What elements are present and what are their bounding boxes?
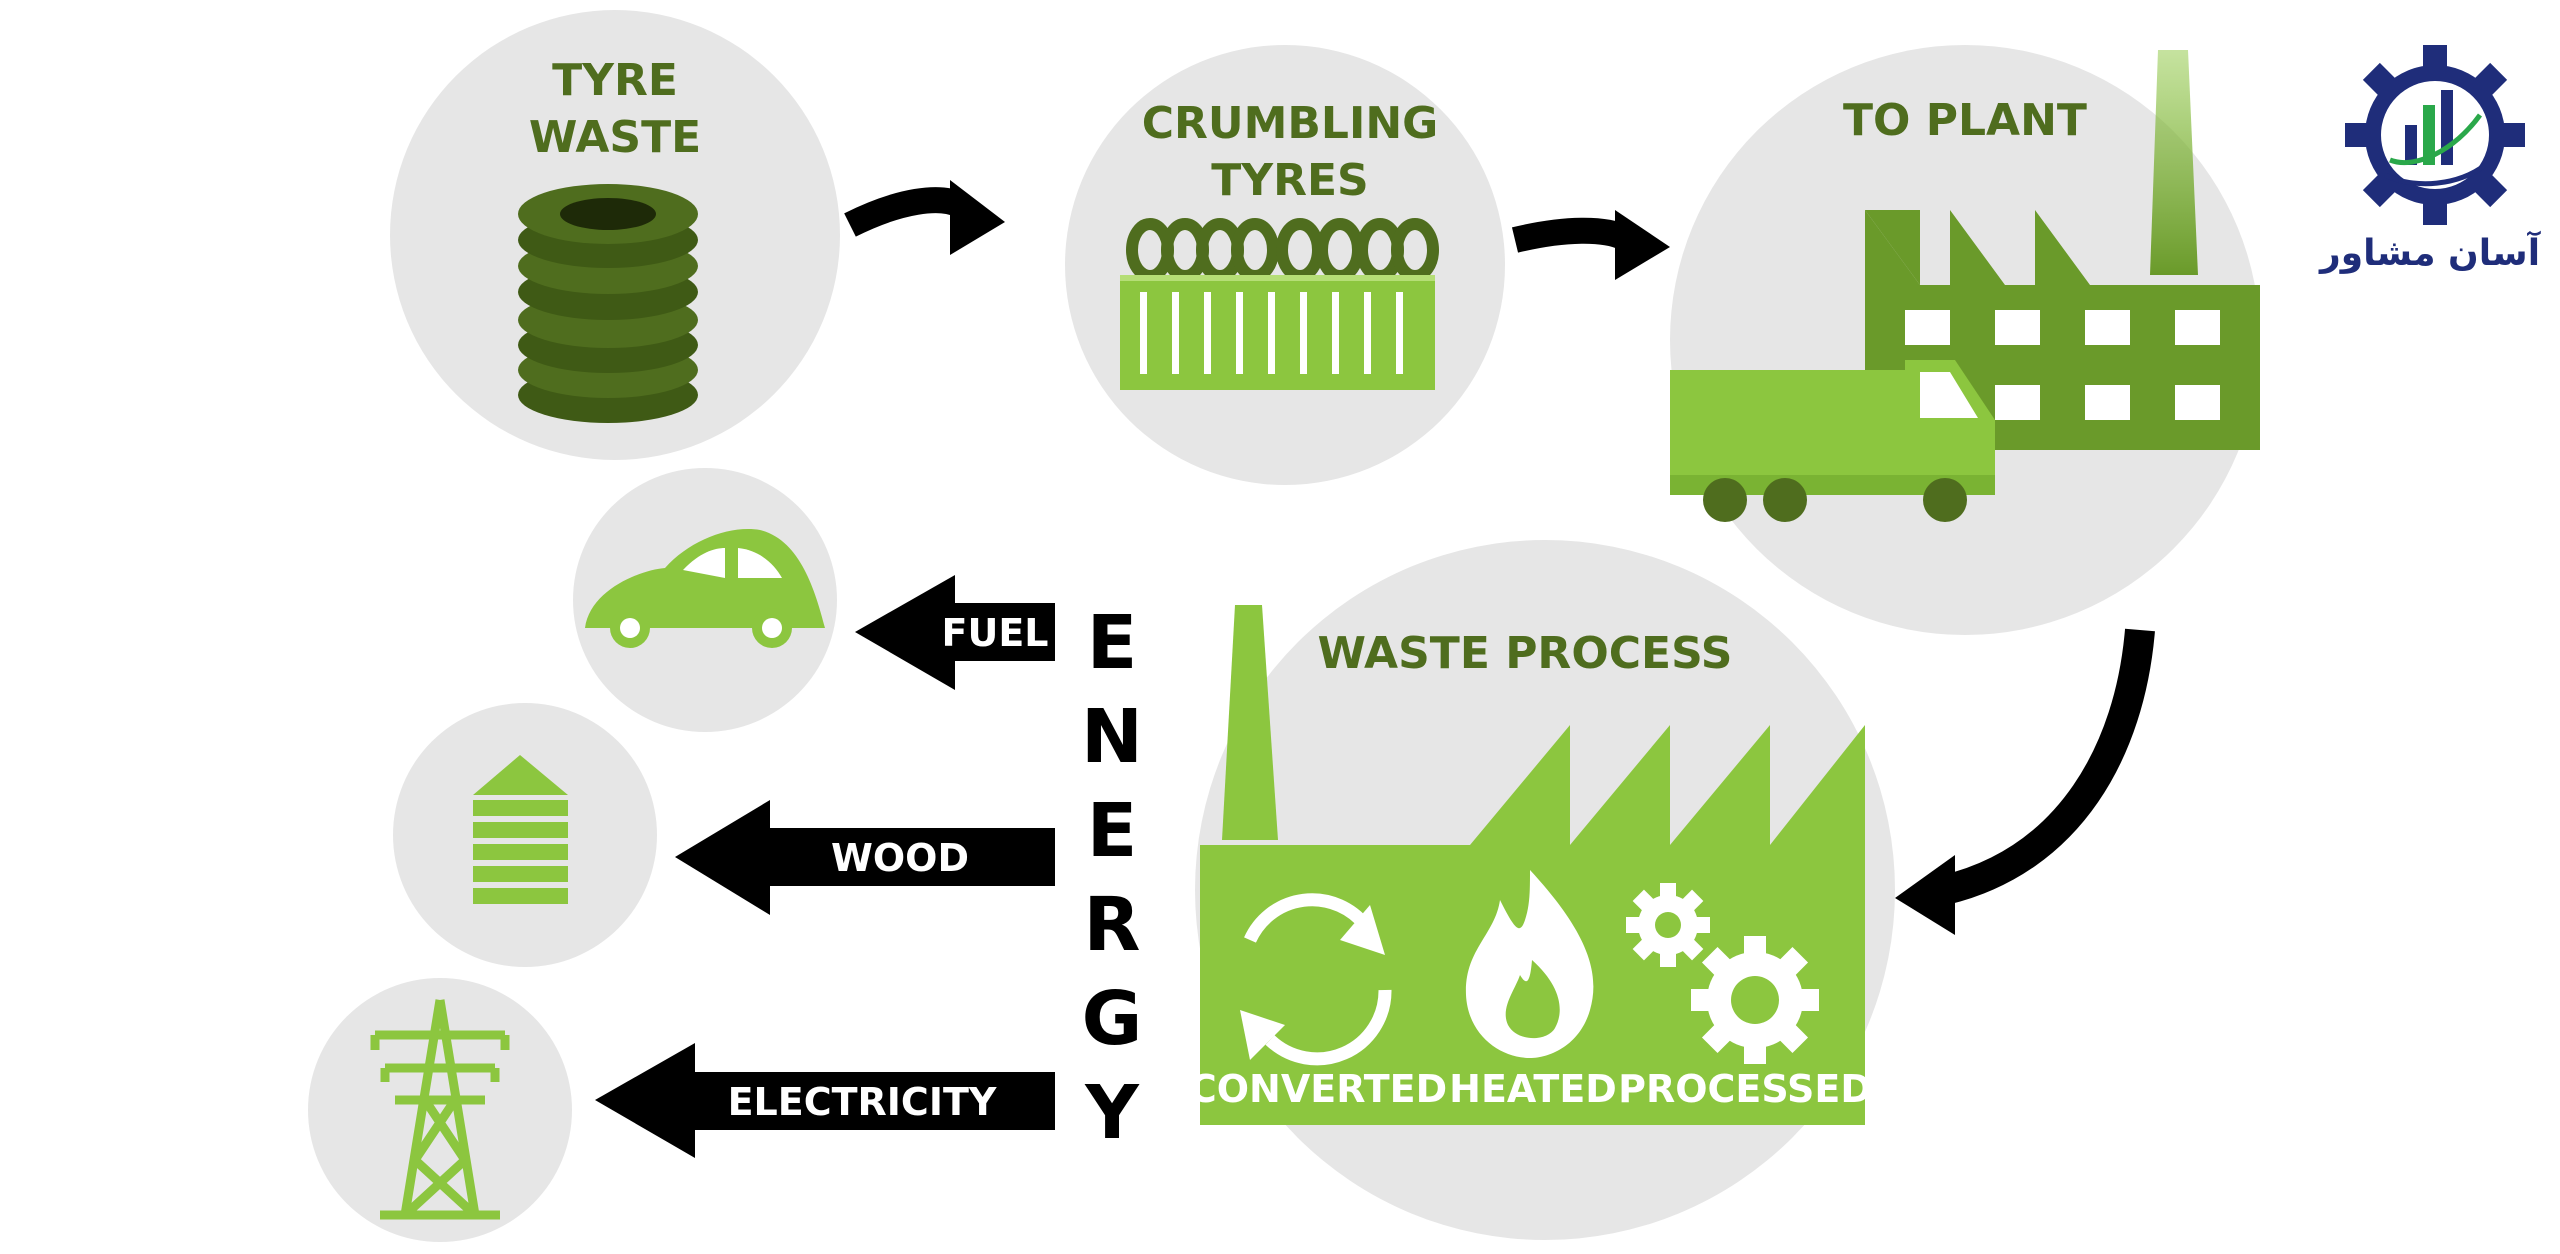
tyre-stack-icon bbox=[518, 184, 698, 423]
arrow-crumbling-to-plant bbox=[1511, 210, 1670, 280]
processed-label: PROCESSED bbox=[1618, 1067, 1872, 1111]
fuel-arrow: FUEL bbox=[855, 575, 1055, 690]
fuel-label: FUEL bbox=[942, 611, 1049, 655]
electricity-label: ELECTRICITY bbox=[728, 1080, 997, 1124]
car-icon bbox=[585, 529, 825, 648]
brand-logo: آسان مشاور bbox=[2318, 45, 2542, 274]
tyre-waste-title-line2: WASTE bbox=[529, 112, 701, 163]
arrow-tyre-to-crumbling bbox=[844, 180, 1005, 255]
energy-letter: Y bbox=[1084, 1070, 1140, 1156]
tyre-waste-title-line1: TYRE bbox=[552, 55, 678, 106]
energy-letter: R bbox=[1084, 882, 1141, 968]
energy-letter: E bbox=[1087, 600, 1138, 686]
energy-letter: G bbox=[1082, 976, 1143, 1062]
heated-label: HEATED bbox=[1449, 1067, 1617, 1111]
logo-gear-icon bbox=[2345, 45, 2525, 225]
converted-label: CONVERTED bbox=[1189, 1067, 1447, 1111]
flame-icon bbox=[1465, 870, 1594, 1058]
power-pylon-icon bbox=[370, 999, 510, 1220]
truck-icon bbox=[1670, 360, 1995, 522]
energy-word: E N E R G Y bbox=[1081, 600, 1143, 1156]
arrow-plant-to-process bbox=[1895, 628, 2155, 935]
energy-letter: N bbox=[1081, 694, 1143, 780]
to-plant-title: TO PLANT bbox=[1843, 95, 2087, 146]
crumbling-title-line2: TYRES bbox=[1211, 155, 1369, 206]
electricity-arrow: ELECTRICITY bbox=[595, 1043, 1055, 1158]
logo-text: آسان مشاور bbox=[2318, 230, 2542, 274]
waste-process-title: WASTE PROCESS bbox=[1318, 628, 1733, 679]
crumbling-title-line1: CRUMBLING bbox=[1142, 98, 1439, 149]
energy-letter: E bbox=[1087, 788, 1138, 874]
wood-stack-icon bbox=[473, 755, 568, 904]
tyre-container-icon bbox=[1120, 218, 1439, 390]
recycle-icon bbox=[1240, 893, 1392, 1066]
wood-arrow: WOOD bbox=[675, 800, 1055, 915]
wood-label: WOOD bbox=[831, 836, 969, 880]
